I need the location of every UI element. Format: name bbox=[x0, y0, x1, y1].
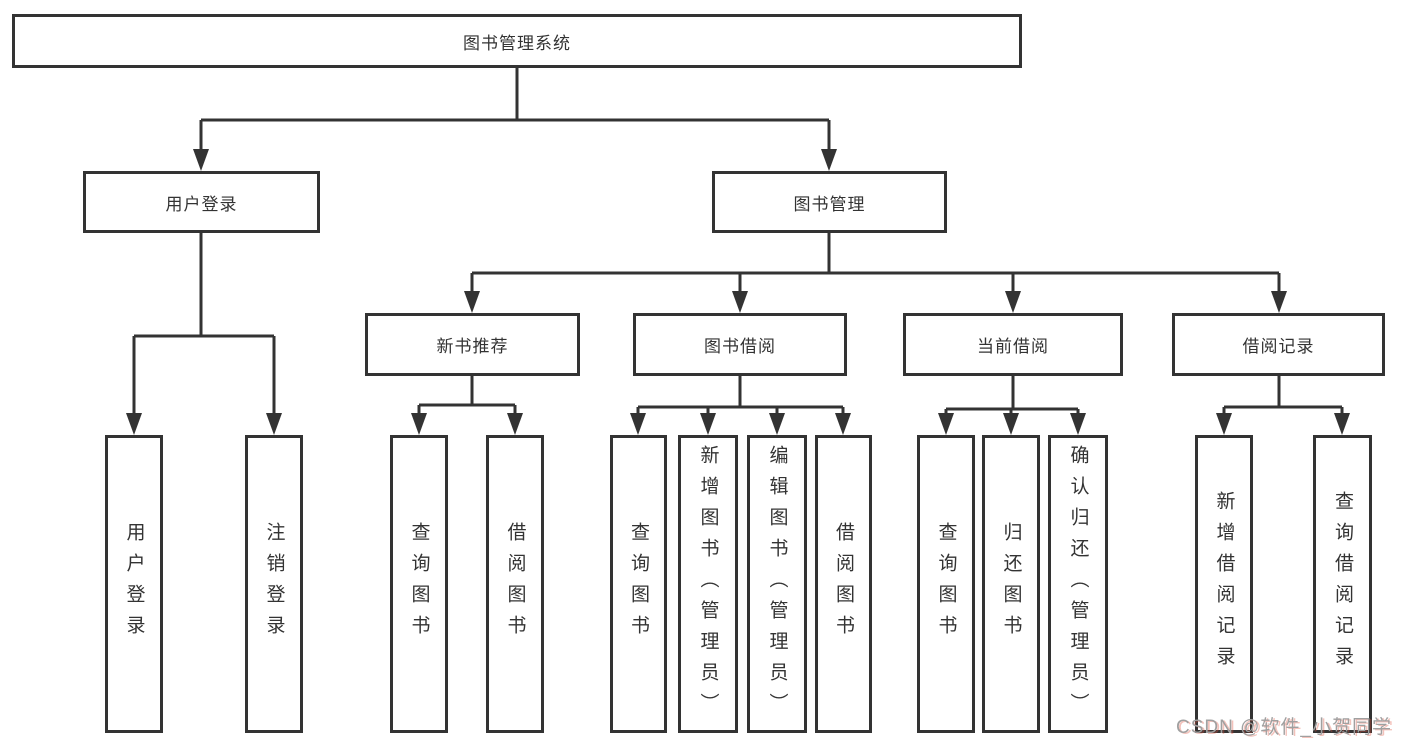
node-leaf-query-books-current: 查询图书 bbox=[917, 435, 975, 733]
node-label: 查询图书 bbox=[408, 522, 430, 646]
node-leaf-add-borrow-record: 新增借阅记录 bbox=[1195, 435, 1253, 733]
node-leaf-edit-books-admin: 编辑图书（管理员） bbox=[747, 435, 807, 733]
node-leaf-confirm-return-admin: 确认归还（管理员） bbox=[1048, 435, 1108, 733]
node-label: 借阅图书 bbox=[504, 522, 526, 646]
node-leaf-query-books-borrow: 查询图书 bbox=[610, 435, 667, 733]
node-label: 用户登录 bbox=[165, 194, 238, 214]
node-label: 编辑图书（管理员） bbox=[766, 444, 788, 724]
node-label: 新书推荐 bbox=[436, 337, 509, 356]
node-label: 图书借阅 bbox=[704, 337, 776, 356]
node-current-borrow: 当前借阅 bbox=[903, 313, 1123, 376]
node-new-book-recommend: 新书推荐 bbox=[365, 313, 580, 376]
node-label: 借阅记录 bbox=[1242, 337, 1315, 356]
node-leaf-return-books: 归还图书 bbox=[982, 435, 1040, 733]
node-leaf-query-borrow-record: 查询借阅记录 bbox=[1313, 435, 1372, 733]
node-library-management-system: 图书管理系统 bbox=[12, 14, 1022, 68]
node-leaf-borrow-books-recommend: 借阅图书 bbox=[486, 435, 544, 733]
node-book-management: 图书管理 bbox=[712, 171, 947, 233]
node-book-borrow: 图书借阅 bbox=[633, 313, 847, 376]
node-leaf-add-books-admin: 新增图书（管理员） bbox=[678, 435, 738, 733]
node-leaf-user-login: 用户登录 bbox=[105, 435, 163, 733]
node-leaf-query-books-recommend: 查询图书 bbox=[390, 435, 448, 733]
node-label: 借阅图书 bbox=[833, 522, 854, 646]
node-label: 当前借阅 bbox=[977, 337, 1049, 356]
node-label: 用户登录 bbox=[123, 522, 145, 646]
node-leaf-logout: 注销登录 bbox=[245, 435, 303, 733]
node-label: 查询图书 bbox=[628, 522, 649, 646]
node-label: 新增借阅记录 bbox=[1213, 491, 1235, 677]
node-label: 新增图书（管理员） bbox=[697, 444, 719, 724]
node-label: 归还图书 bbox=[1000, 522, 1022, 646]
node-label: 确认归还（管理员） bbox=[1067, 444, 1089, 724]
node-borrow-records: 借阅记录 bbox=[1172, 313, 1385, 376]
node-label: 查询图书 bbox=[935, 522, 957, 646]
node-label: 注销登录 bbox=[263, 522, 285, 646]
csdn-watermark: CSDN @软件_小贺同学 bbox=[1176, 717, 1392, 738]
node-user-login: 用户登录 bbox=[83, 171, 320, 233]
node-label: 查询借阅记录 bbox=[1332, 491, 1353, 677]
node-label: 图书管理系统 bbox=[463, 33, 571, 53]
node-label: 图书管理 bbox=[793, 194, 866, 214]
node-leaf-borrow-books: 借阅图书 bbox=[815, 435, 872, 733]
